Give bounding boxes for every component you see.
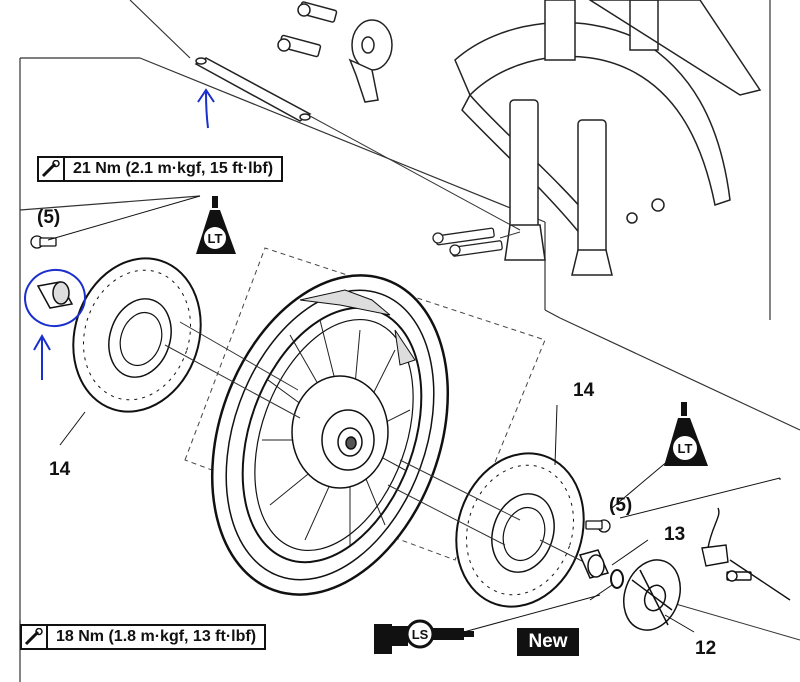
speed-sensor-bracket	[277, 1, 393, 103]
callout-disc-right: 14	[573, 380, 595, 401]
callout-hub-cover: 12	[695, 638, 717, 659]
axle-shaft	[194, 57, 312, 122]
callout-bolt-left: (5)	[37, 207, 61, 228]
torque-spec-upper: 21 Nm (2.1 m·kgf, 15 ft·lbf)	[37, 156, 284, 182]
locktite-bottle-icon: LT	[196, 196, 236, 254]
arrow-to-collar	[33, 333, 51, 380]
speed-sensor	[701, 507, 791, 601]
frame-lines	[19, 0, 800, 682]
disc-bolt-left	[30, 235, 57, 249]
pinch-bolts	[432, 227, 503, 257]
hand-annotations	[24, 88, 215, 380]
front-fork	[454, 0, 762, 276]
locktite-label: LT	[208, 231, 223, 246]
torque-wrench-icon	[39, 158, 65, 180]
callout-disc-left: 14	[49, 459, 71, 480]
o-ring	[610, 569, 624, 589]
grease-gun-icon: LS	[374, 619, 474, 654]
disc-bolt-right	[585, 519, 611, 533]
grease-label: LS	[412, 627, 429, 642]
torque-spec-lower: 18 Nm (1.8 m·kgf, 13 ft·lbf)	[20, 624, 267, 650]
torque-spec-upper-text: 21 Nm (2.1 m·kgf, 15 ft·lbf)	[73, 160, 274, 177]
brake-disc-left	[72, 257, 202, 413]
arrow-to-axle	[197, 88, 215, 129]
brake-disc-right	[455, 452, 585, 608]
new-part-badge: New	[517, 628, 579, 656]
spacer-13	[578, 549, 610, 579]
torque-spec-lower-text: 18 Nm (1.8 m·kgf, 13 ft·lbf)	[56, 628, 257, 645]
hub-cover-12	[623, 559, 681, 631]
circle-around-collar	[24, 268, 86, 328]
wheel-hub	[291, 375, 389, 489]
locktite-label: LT	[678, 441, 693, 456]
locktite-bottle-icon: LT	[664, 402, 708, 466]
collar-left	[36, 281, 74, 309]
callout-bolt-right: (5)	[609, 495, 633, 516]
torque-wrench-icon	[22, 626, 48, 648]
callout-spacer: 13	[664, 524, 686, 545]
leader-lines	[19, 195, 781, 640]
